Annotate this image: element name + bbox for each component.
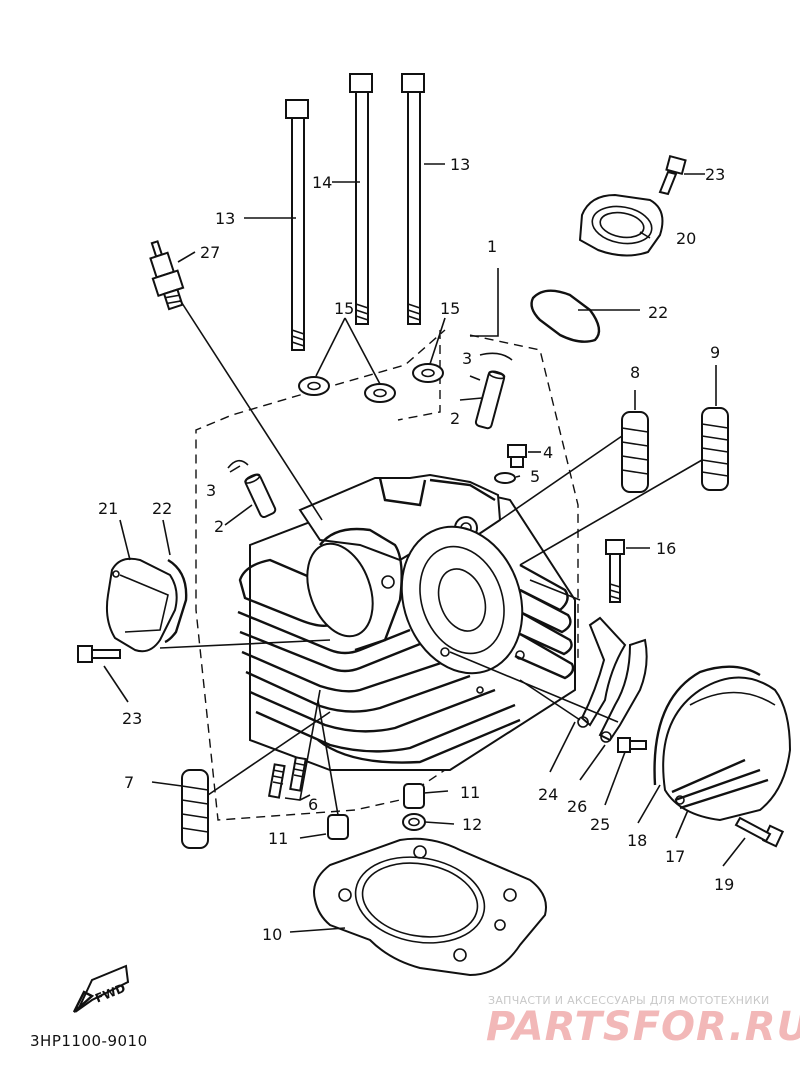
label-26: 26 [567, 797, 587, 816]
head-bolt-13-left [285, 99, 309, 351]
pipe-7 [181, 769, 209, 849]
fwd-arrow-icon: FWD [72, 964, 130, 1014]
label-12: 12 [462, 815, 482, 834]
label-8: 8 [630, 363, 640, 382]
label-13a: 13 [215, 209, 235, 228]
clip-3-upper [479, 352, 513, 361]
watermark-tagline: ЗАПЧАСТИ И АКСЕССУАРЫ ДЛЯ МОТОТЕХНИКИ [488, 994, 770, 1007]
label-14: 14 [312, 173, 332, 192]
label-1: 1 [487, 237, 497, 256]
pipe-9 [701, 407, 729, 491]
label-17: 17 [665, 847, 685, 866]
label-24: 24 [538, 785, 558, 804]
label-3a: 3 [462, 349, 472, 368]
gasket-22-lower [164, 558, 188, 644]
washer-15-left [298, 376, 330, 396]
washer-5 [494, 472, 516, 484]
bracket-26 [598, 638, 648, 742]
label-23a: 23 [705, 165, 725, 184]
label-3b: 3 [206, 481, 216, 500]
label-18: 18 [627, 831, 647, 850]
label-15a: 15 [334, 299, 354, 318]
bolt-23-lower [77, 645, 121, 663]
watermark-logo: PARTSFOR.RU [486, 1004, 800, 1050]
label-11a: 11 [268, 829, 288, 848]
label-9: 9 [710, 343, 720, 362]
o-ring-12 [402, 813, 426, 831]
head-bolt-13-right [401, 73, 425, 325]
exhaust-flange-20 [578, 193, 664, 257]
dowel-11-lower [327, 814, 349, 840]
bolt-19 [734, 816, 785, 848]
label-2a: 2 [450, 409, 460, 428]
drawing-code: 3HP1100-9010 [30, 1032, 148, 1050]
bolt-23-upper [658, 154, 687, 196]
side-cover-17 [653, 665, 792, 822]
cylinder-head [237, 473, 576, 771]
washer-15-center [364, 383, 396, 403]
label-22b: 22 [152, 499, 172, 518]
clip-3-lower [227, 459, 249, 469]
label-25: 25 [590, 815, 610, 834]
label-4: 4 [543, 443, 553, 462]
label-5: 5 [530, 467, 540, 486]
spark-plug [149, 240, 185, 311]
washer-15-right [412, 363, 444, 383]
label-10: 10 [262, 925, 282, 944]
label-20: 20 [676, 229, 696, 248]
label-2b: 2 [214, 517, 224, 536]
leader-lines [103, 163, 746, 933]
label-19: 19 [714, 875, 734, 894]
label-15b: 15 [440, 299, 460, 318]
label-22a: 22 [648, 303, 668, 322]
label-13b: 13 [450, 155, 470, 174]
label-6: 6 [308, 795, 318, 814]
cover-21 [105, 557, 178, 653]
bolt-16 [605, 539, 625, 603]
label-21: 21 [98, 499, 118, 518]
pipe-8 [621, 411, 649, 493]
label-7: 7 [124, 773, 134, 792]
valve-guide-2-upper [474, 370, 506, 430]
head-bolt-14-center [349, 73, 373, 325]
label-11b: 11 [460, 783, 480, 802]
gasket-22-upper [530, 289, 601, 343]
stud-6 [267, 756, 307, 799]
label-23b: 23 [122, 709, 142, 728]
dowel-11-upper [403, 783, 425, 809]
bracket-24 [580, 616, 627, 727]
cylinder-head-gasket [313, 837, 547, 977]
bolt-25 [617, 737, 647, 753]
plug-bolt-4 [507, 444, 527, 468]
valve-guide-2-lower [244, 473, 277, 519]
label-27: 27 [200, 243, 220, 262]
label-16: 16 [656, 539, 676, 558]
